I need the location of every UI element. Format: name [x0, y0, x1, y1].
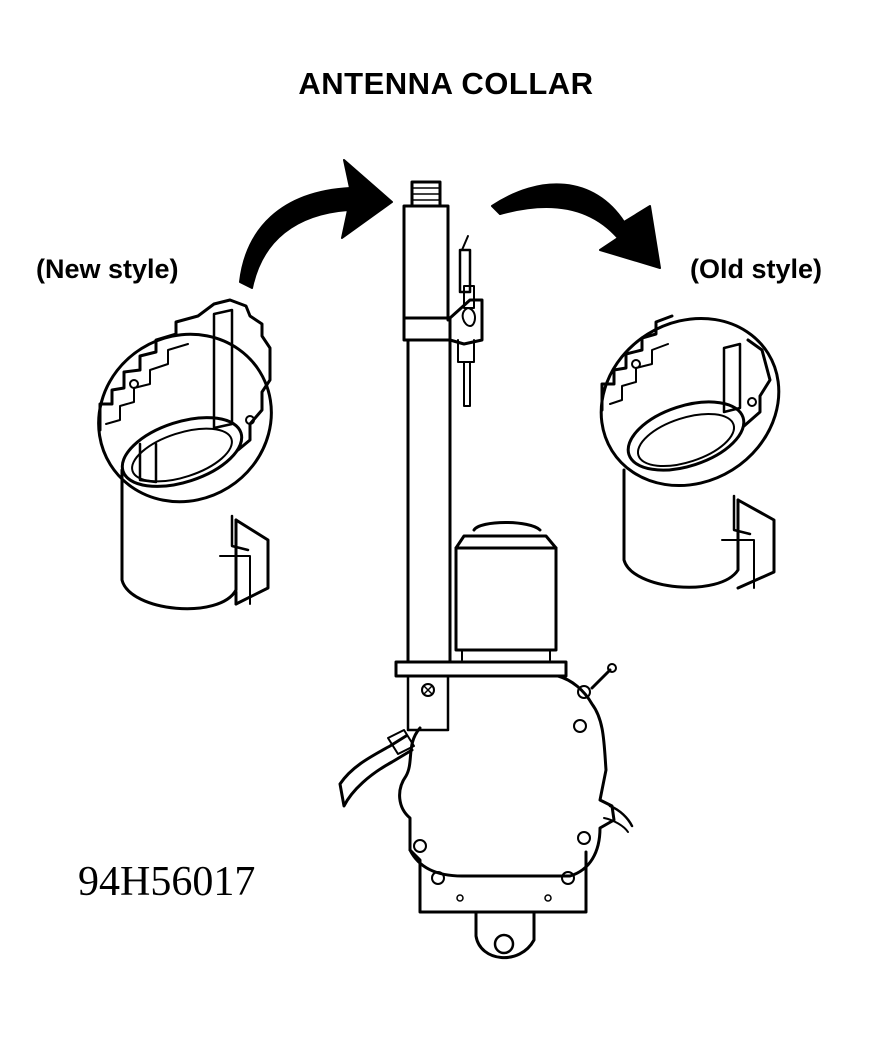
arrow-new-to-antenna [239, 159, 393, 289]
new-style-label: (New style) [36, 254, 179, 284]
antenna-assembly [338, 180, 634, 959]
old-style-label: (Old style) [690, 254, 823, 284]
figure-id: 94H56017 [78, 859, 256, 905]
old-style-collar [599, 314, 781, 590]
arrow-antenna-to-old [491, 183, 661, 269]
diagram-title: ANTENNA COLLAR [298, 66, 594, 101]
new-style-collar [97, 298, 273, 611]
